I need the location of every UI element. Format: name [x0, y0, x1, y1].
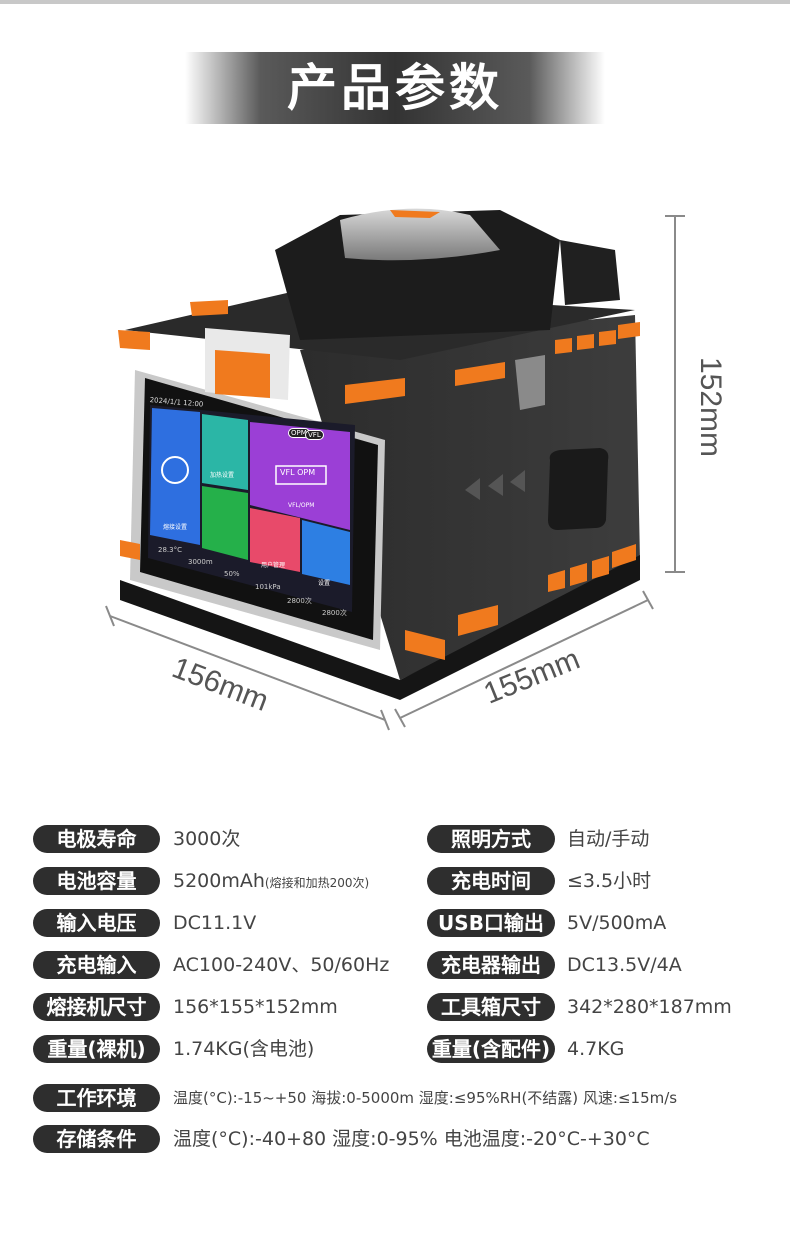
screen-tile-label: 用户管理 [261, 562, 286, 569]
screen-status-icon: VFL [305, 430, 324, 440]
top-divider [0, 0, 790, 4]
width-dimension-line-right [394, 590, 654, 728]
screen-readout: 3000m [188, 558, 213, 566]
spec-label: 工作环境 [33, 1084, 160, 1112]
spec-label: 照明方式 [427, 825, 555, 853]
spec-label: 电池容量 [33, 867, 160, 895]
spec-value: 5V/500mA [567, 912, 667, 934]
screen-readout: 28.3°C [158, 546, 182, 554]
spec-label: 电极寿命 [33, 825, 160, 853]
spec-value: 1.74KG(含电池) [173, 1038, 315, 1060]
spec-value: 156*155*152mm [173, 996, 338, 1018]
spec-label: 充电时间 [427, 867, 555, 895]
screen-readout: 50% [224, 570, 240, 578]
screen-tile-label: 加热设置 [210, 472, 235, 479]
spec-label: 重量(裸机) [33, 1035, 160, 1063]
orange-bumpers [118, 300, 640, 660]
height-label: 152mm [694, 356, 727, 458]
spec-value: ≤3.5小时 [567, 870, 652, 892]
spec-label: USB口输出 [427, 909, 555, 937]
screen-tile-label: 熔接设置 [163, 524, 188, 531]
spec-value: 自动/手动 [567, 828, 650, 850]
spec-label: 重量(含配件) [427, 1035, 555, 1063]
spec-value: AC100-240V、50/60Hz [173, 954, 390, 976]
spec-value: 342*280*187mm [567, 996, 732, 1018]
spec-value: 温度(°C):-40+80 湿度:0-95% 电池温度:-20°C-+30°C [173, 1128, 650, 1150]
page-title: 产品参数 [287, 59, 503, 117]
screen-tile-label: VFL/OPM [288, 502, 315, 509]
spec-note: (熔接和加热200次) [264, 876, 370, 890]
fusion-splicer-image [105, 208, 685, 731]
spec-label: 输入电压 [33, 909, 160, 937]
spec-value: DC11.1V [173, 912, 257, 934]
spec-label: 熔接机尺寸 [33, 993, 160, 1021]
height-dimension-line [665, 215, 685, 573]
device-screen [148, 405, 355, 612]
screen-tile-label: 设置 [318, 580, 331, 587]
screen-readout: 101kPa [255, 583, 281, 591]
width-dimension-line-left [105, 605, 390, 731]
spec-label: 工具箱尺寸 [427, 993, 555, 1021]
spec-value: 3000次 [173, 828, 241, 850]
spec-value: 4.7KG [567, 1038, 625, 1060]
spec-label: 充电器输出 [427, 951, 555, 979]
screen-readout: 2800次 [322, 609, 347, 617]
spec-label: 充电输入 [33, 951, 160, 979]
spec-value: 5200mAh [173, 870, 265, 892]
screen-tile-badge: VFL OPM [280, 468, 316, 477]
title-banner [185, 52, 605, 124]
spec-value: DC13.5V/4A [567, 954, 682, 976]
spec-label: 存储条件 [33, 1125, 160, 1153]
screen-readout: 2800次 [287, 597, 312, 605]
spec-value: 温度(°C):-15~+50 海拔:0-5000m 湿度:≤95%RH(不结露)… [173, 1089, 678, 1107]
